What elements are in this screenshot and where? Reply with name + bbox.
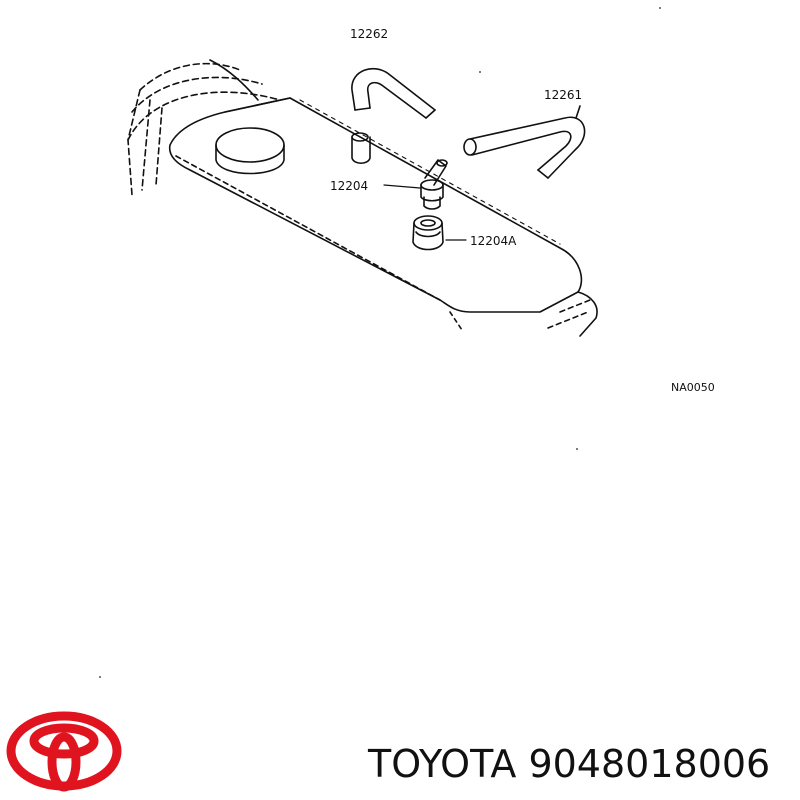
pcv-valve-12204: [420, 159, 448, 210]
figure-code: NA0050: [671, 381, 715, 394]
part-caption: TOYOTA 9048018006: [368, 739, 796, 789]
leader-lines: [383, 184, 467, 241]
callout-12261: 12261: [544, 88, 582, 102]
callout-12262: 12262: [350, 27, 388, 41]
toyota-logo-icon: [6, 711, 122, 792]
tube: [351, 132, 371, 165]
hose-12261: [463, 105, 586, 179]
engine-block: [127, 59, 281, 196]
grommet-12204a: [412, 215, 444, 251]
part-number: 9048018006: [528, 742, 771, 786]
oil-filler-cap: [215, 127, 285, 175]
callout-12204: 12204: [330, 179, 368, 193]
valve-cover: [168, 97, 598, 337]
callout-12204a: 12204A: [470, 234, 517, 248]
hose-12262: [351, 67, 436, 119]
brand-name: TOYOTA: [368, 742, 517, 786]
specks: [99, 7, 661, 678]
